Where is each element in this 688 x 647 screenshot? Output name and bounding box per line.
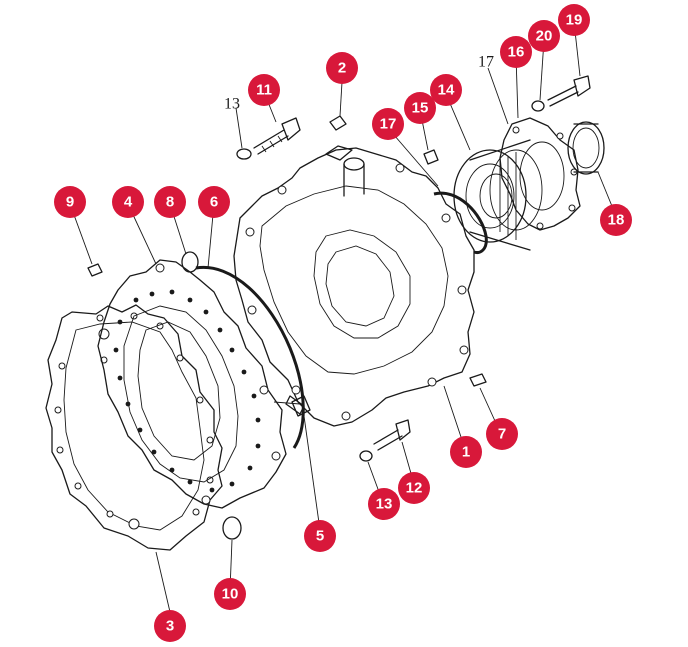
svg-text:13: 13 xyxy=(376,496,393,513)
callout-20: 20 xyxy=(528,20,560,52)
callout-13: 13 xyxy=(368,488,400,520)
callout-16: 16 xyxy=(500,36,532,68)
callout-1: 1 xyxy=(450,436,482,468)
o-ring-large xyxy=(195,265,305,449)
plain-label-17: 17 xyxy=(478,54,494,71)
callout-3: 3 xyxy=(154,610,186,642)
callout-7: 7 xyxy=(486,418,518,450)
svg-text:6: 6 xyxy=(210,194,218,211)
svg-text:1: 1 xyxy=(462,444,470,461)
svg-text:20: 20 xyxy=(536,28,553,45)
svg-text:14: 14 xyxy=(438,82,455,99)
main-housing xyxy=(233,145,475,427)
svg-text:11: 11 xyxy=(256,82,272,99)
callout-18: 18 xyxy=(600,204,632,236)
callout-10: 10 xyxy=(214,578,246,610)
pin-7 xyxy=(469,373,487,387)
svg-text:15: 15 xyxy=(412,100,429,117)
svg-text:18: 18 xyxy=(608,212,625,229)
flange-ring xyxy=(97,259,287,509)
callout-11: 11 xyxy=(248,74,280,106)
svg-text:2: 2 xyxy=(338,60,346,77)
svg-text:3: 3 xyxy=(166,618,174,635)
o-ring-10 xyxy=(222,516,242,540)
plug-15 xyxy=(423,149,439,165)
pin-9 xyxy=(87,263,103,277)
bolt-12 xyxy=(373,419,411,451)
o-ring-cover xyxy=(433,191,488,254)
bolt-19 xyxy=(547,75,591,107)
svg-text:9: 9 xyxy=(66,194,74,211)
gasket-outline xyxy=(45,304,223,551)
svg-text:4: 4 xyxy=(124,194,133,211)
plain-label-13: 13 xyxy=(224,96,240,113)
callout-5: 5 xyxy=(304,520,336,552)
callout-14: 14 xyxy=(430,74,462,106)
callout-15: 15 xyxy=(404,92,436,124)
retainer-plate xyxy=(499,117,581,231)
bolt-11 xyxy=(253,117,301,155)
o-ring-8 xyxy=(181,251,199,273)
plug-2 xyxy=(329,115,347,131)
callout-12: 12 xyxy=(398,472,430,504)
callout-8: 8 xyxy=(154,186,186,218)
washer-13-bottom xyxy=(359,450,373,462)
svg-text:10: 10 xyxy=(222,586,239,603)
svg-text:16: 16 xyxy=(508,44,525,61)
callout-2: 2 xyxy=(326,52,358,84)
callout-6: 6 xyxy=(198,186,230,218)
svg-text:19: 19 xyxy=(566,12,583,29)
svg-text:5: 5 xyxy=(316,528,324,545)
plug-5 xyxy=(291,395,311,417)
callout-4: 4 xyxy=(112,186,144,218)
svg-text:8: 8 xyxy=(166,194,174,211)
washer-13-top xyxy=(236,148,252,160)
svg-text:7: 7 xyxy=(498,426,506,443)
seal-ring xyxy=(567,121,605,175)
svg-text:12: 12 xyxy=(406,480,423,497)
washer-20 xyxy=(531,100,545,112)
callout-19: 19 xyxy=(558,4,590,36)
callout-17: 17 xyxy=(372,108,404,140)
callout-9: 9 xyxy=(54,186,86,218)
svg-text:17: 17 xyxy=(380,116,397,133)
cover-assembly xyxy=(453,139,543,251)
